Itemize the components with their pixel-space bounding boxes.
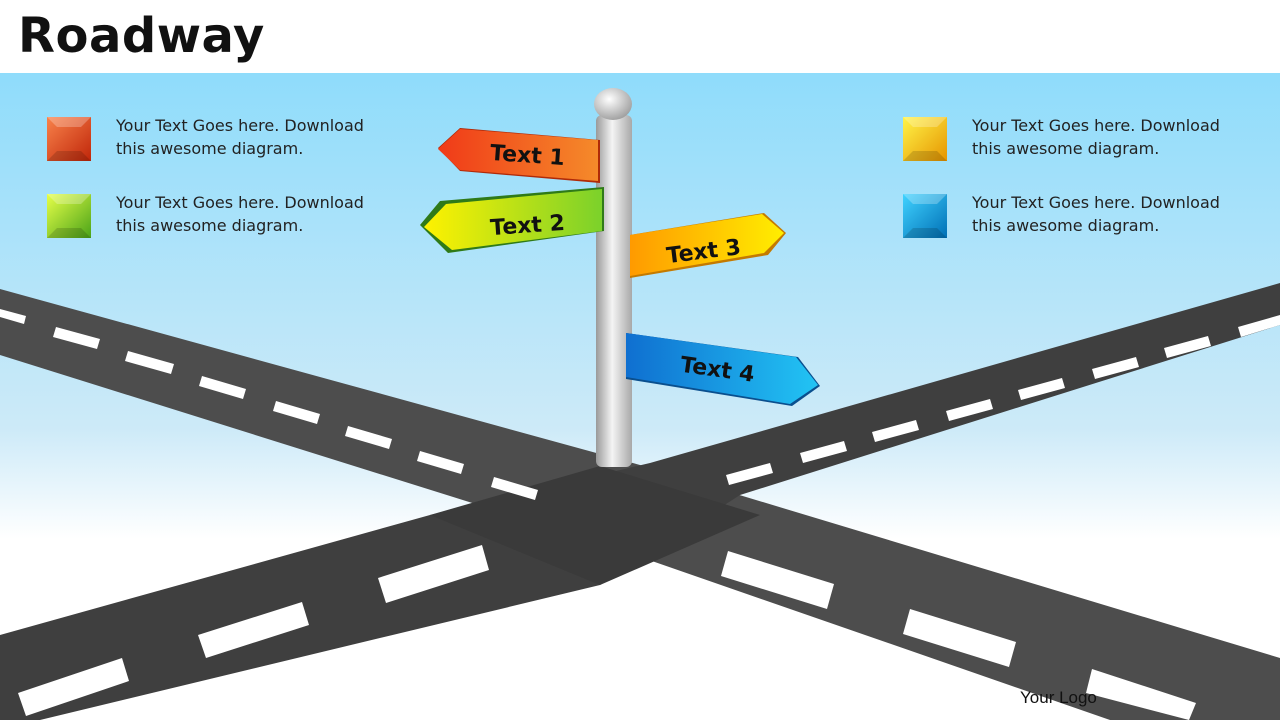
sign-1-label: Text 1	[489, 141, 565, 171]
sign-text-1: Text 1	[438, 128, 600, 183]
red-square-icon	[47, 117, 91, 161]
green-square-icon	[47, 194, 91, 238]
legend-text-3: Your Text Goes here. Download this aweso…	[972, 116, 1220, 158]
sign-text-2: Text 2	[420, 187, 604, 253]
logo-placeholder: Your Logo	[1020, 688, 1097, 707]
legend-text-2: Your Text Goes here. Download this aweso…	[116, 193, 364, 235]
road-junction	[430, 466, 760, 585]
road-right-to-left-dashes	[18, 315, 1280, 716]
yellow-square-icon	[903, 117, 947, 161]
legend-text-4: Your Text Goes here. Download this aweso…	[972, 193, 1220, 235]
signpost-pole	[596, 115, 632, 467]
signpost-cap	[594, 88, 632, 120]
sign-2-label: Text 2	[489, 211, 565, 241]
slide-title: Roadway	[18, 8, 265, 64]
road-left-to-right-dashes	[0, 309, 1196, 720]
blue-square-icon	[903, 194, 947, 238]
roadway-scene: Text 1 Text 2 Text 3 Text 4	[0, 73, 1280, 720]
sign-text-4: Text 4	[626, 333, 820, 406]
legend-text-1: Your Text Goes here. Download this aweso…	[116, 116, 364, 158]
sign-text-3: Text 3	[630, 213, 786, 278]
